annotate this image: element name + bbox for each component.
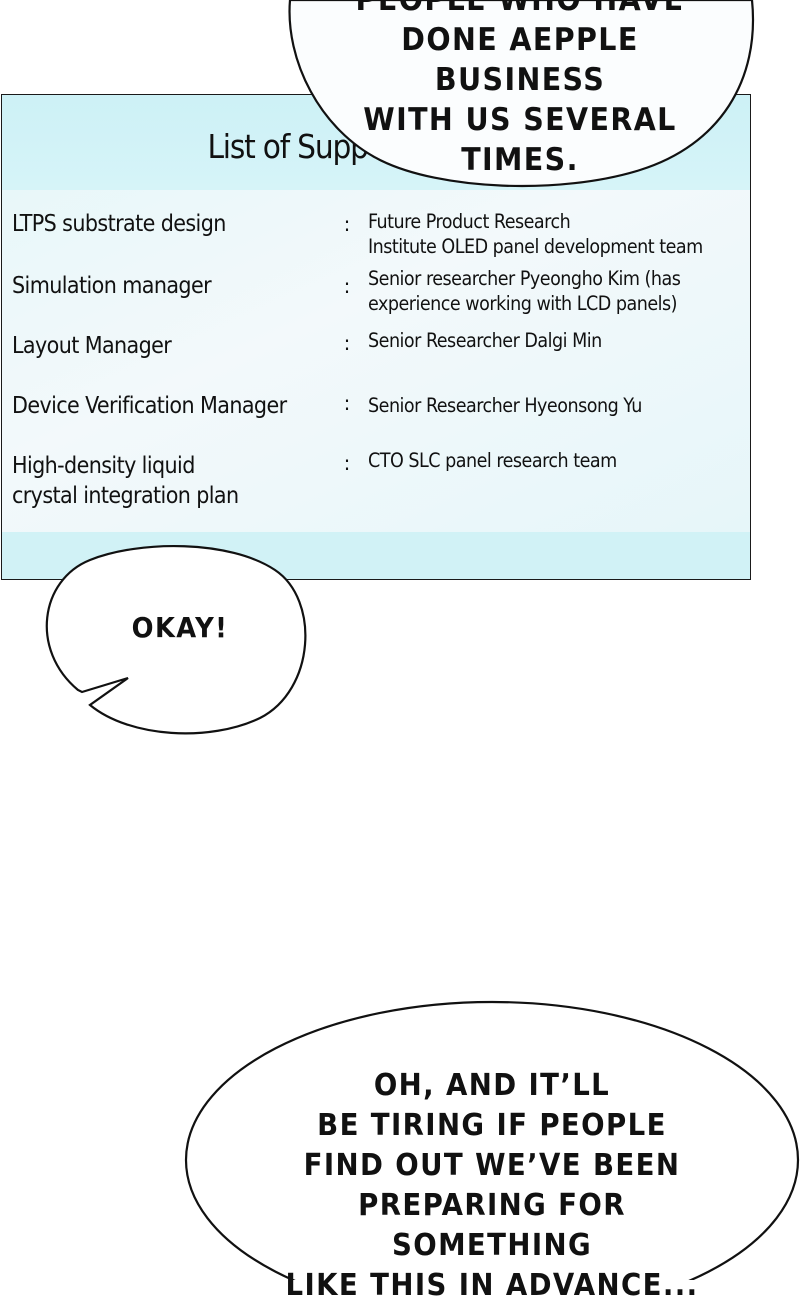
row-value-line: Senior Researcher Hyeonsong Yu xyxy=(368,394,642,417)
bubble-line: TIMES. xyxy=(461,142,579,178)
row-label: LTPS substrate design xyxy=(12,211,226,237)
row-label: Layout Manager xyxy=(12,333,172,359)
row-label-line: High-density liquid xyxy=(12,453,195,479)
bubble-line: WITH US SEVERAL xyxy=(363,102,677,138)
bubble-line: OKAY! xyxy=(131,611,229,644)
bubble-line: PEOPLE WHO HAVE xyxy=(355,0,685,18)
bubble-okay-text: OKAY! xyxy=(106,610,253,646)
row-value-line: Future Product Research xyxy=(368,210,571,233)
row-separator: : xyxy=(343,274,351,298)
speech-bubble-top xyxy=(288,0,755,188)
row-value: Senior researcher Pyeongho Kim (has expe… xyxy=(368,266,750,316)
row-value: Future Product Research Institute OLED p… xyxy=(368,209,750,259)
speech-bubble-bottom xyxy=(184,1000,800,1280)
bubble-line: BE TIRING IF PEOPLE xyxy=(317,1108,667,1143)
row-value: Senior Researcher Dalgi Min xyxy=(368,328,750,353)
row-separator: : xyxy=(343,331,351,355)
row-value-line: experience working with LCD panels) xyxy=(368,292,678,315)
row-value: CTO SLC panel research team xyxy=(368,448,750,473)
row-separator: : xyxy=(343,451,351,475)
row-value: Senior Researcher Hyeonsong Yu xyxy=(368,393,750,418)
row-label: High-density liquid crystal integration … xyxy=(12,451,342,511)
row-value-line: Senior researcher Pyeongho Kim (has xyxy=(368,267,681,290)
row-label: Simulation manager xyxy=(12,273,212,299)
row-separator: : xyxy=(343,391,351,415)
row-label: Device Verification Manager xyxy=(12,393,287,419)
row-value-line: Institute OLED panel development team xyxy=(368,235,703,258)
speech-bubble-okay xyxy=(45,544,307,735)
bubble-bottom-text: OH, AND IT’LL BE TIRING IF PEOPLE FIND O… xyxy=(253,1066,731,1306)
bubble-line: PREPARING FOR SOMETHING xyxy=(358,1188,626,1263)
bubble-top-text: PEOPLE WHO HAVE DONE AEPPLE BUSINESS WIT… xyxy=(318,0,723,180)
card-body xyxy=(2,190,750,532)
row-value-line: Senior Researcher Dalgi Min xyxy=(368,329,602,352)
bubble-line: DONE AEPPLE BUSINESS xyxy=(401,22,639,98)
row-separator: : xyxy=(343,212,351,236)
bubble-line: LIKE THIS IN ADVANCE... xyxy=(285,1268,699,1303)
bubble-line: FIND OUT WE’VE BEEN xyxy=(303,1148,681,1183)
row-label-line: crystal integration plan xyxy=(12,483,239,509)
bubble-line: OH, AND IT’LL xyxy=(373,1068,611,1103)
row-value-line: CTO SLC panel research team xyxy=(368,449,617,472)
